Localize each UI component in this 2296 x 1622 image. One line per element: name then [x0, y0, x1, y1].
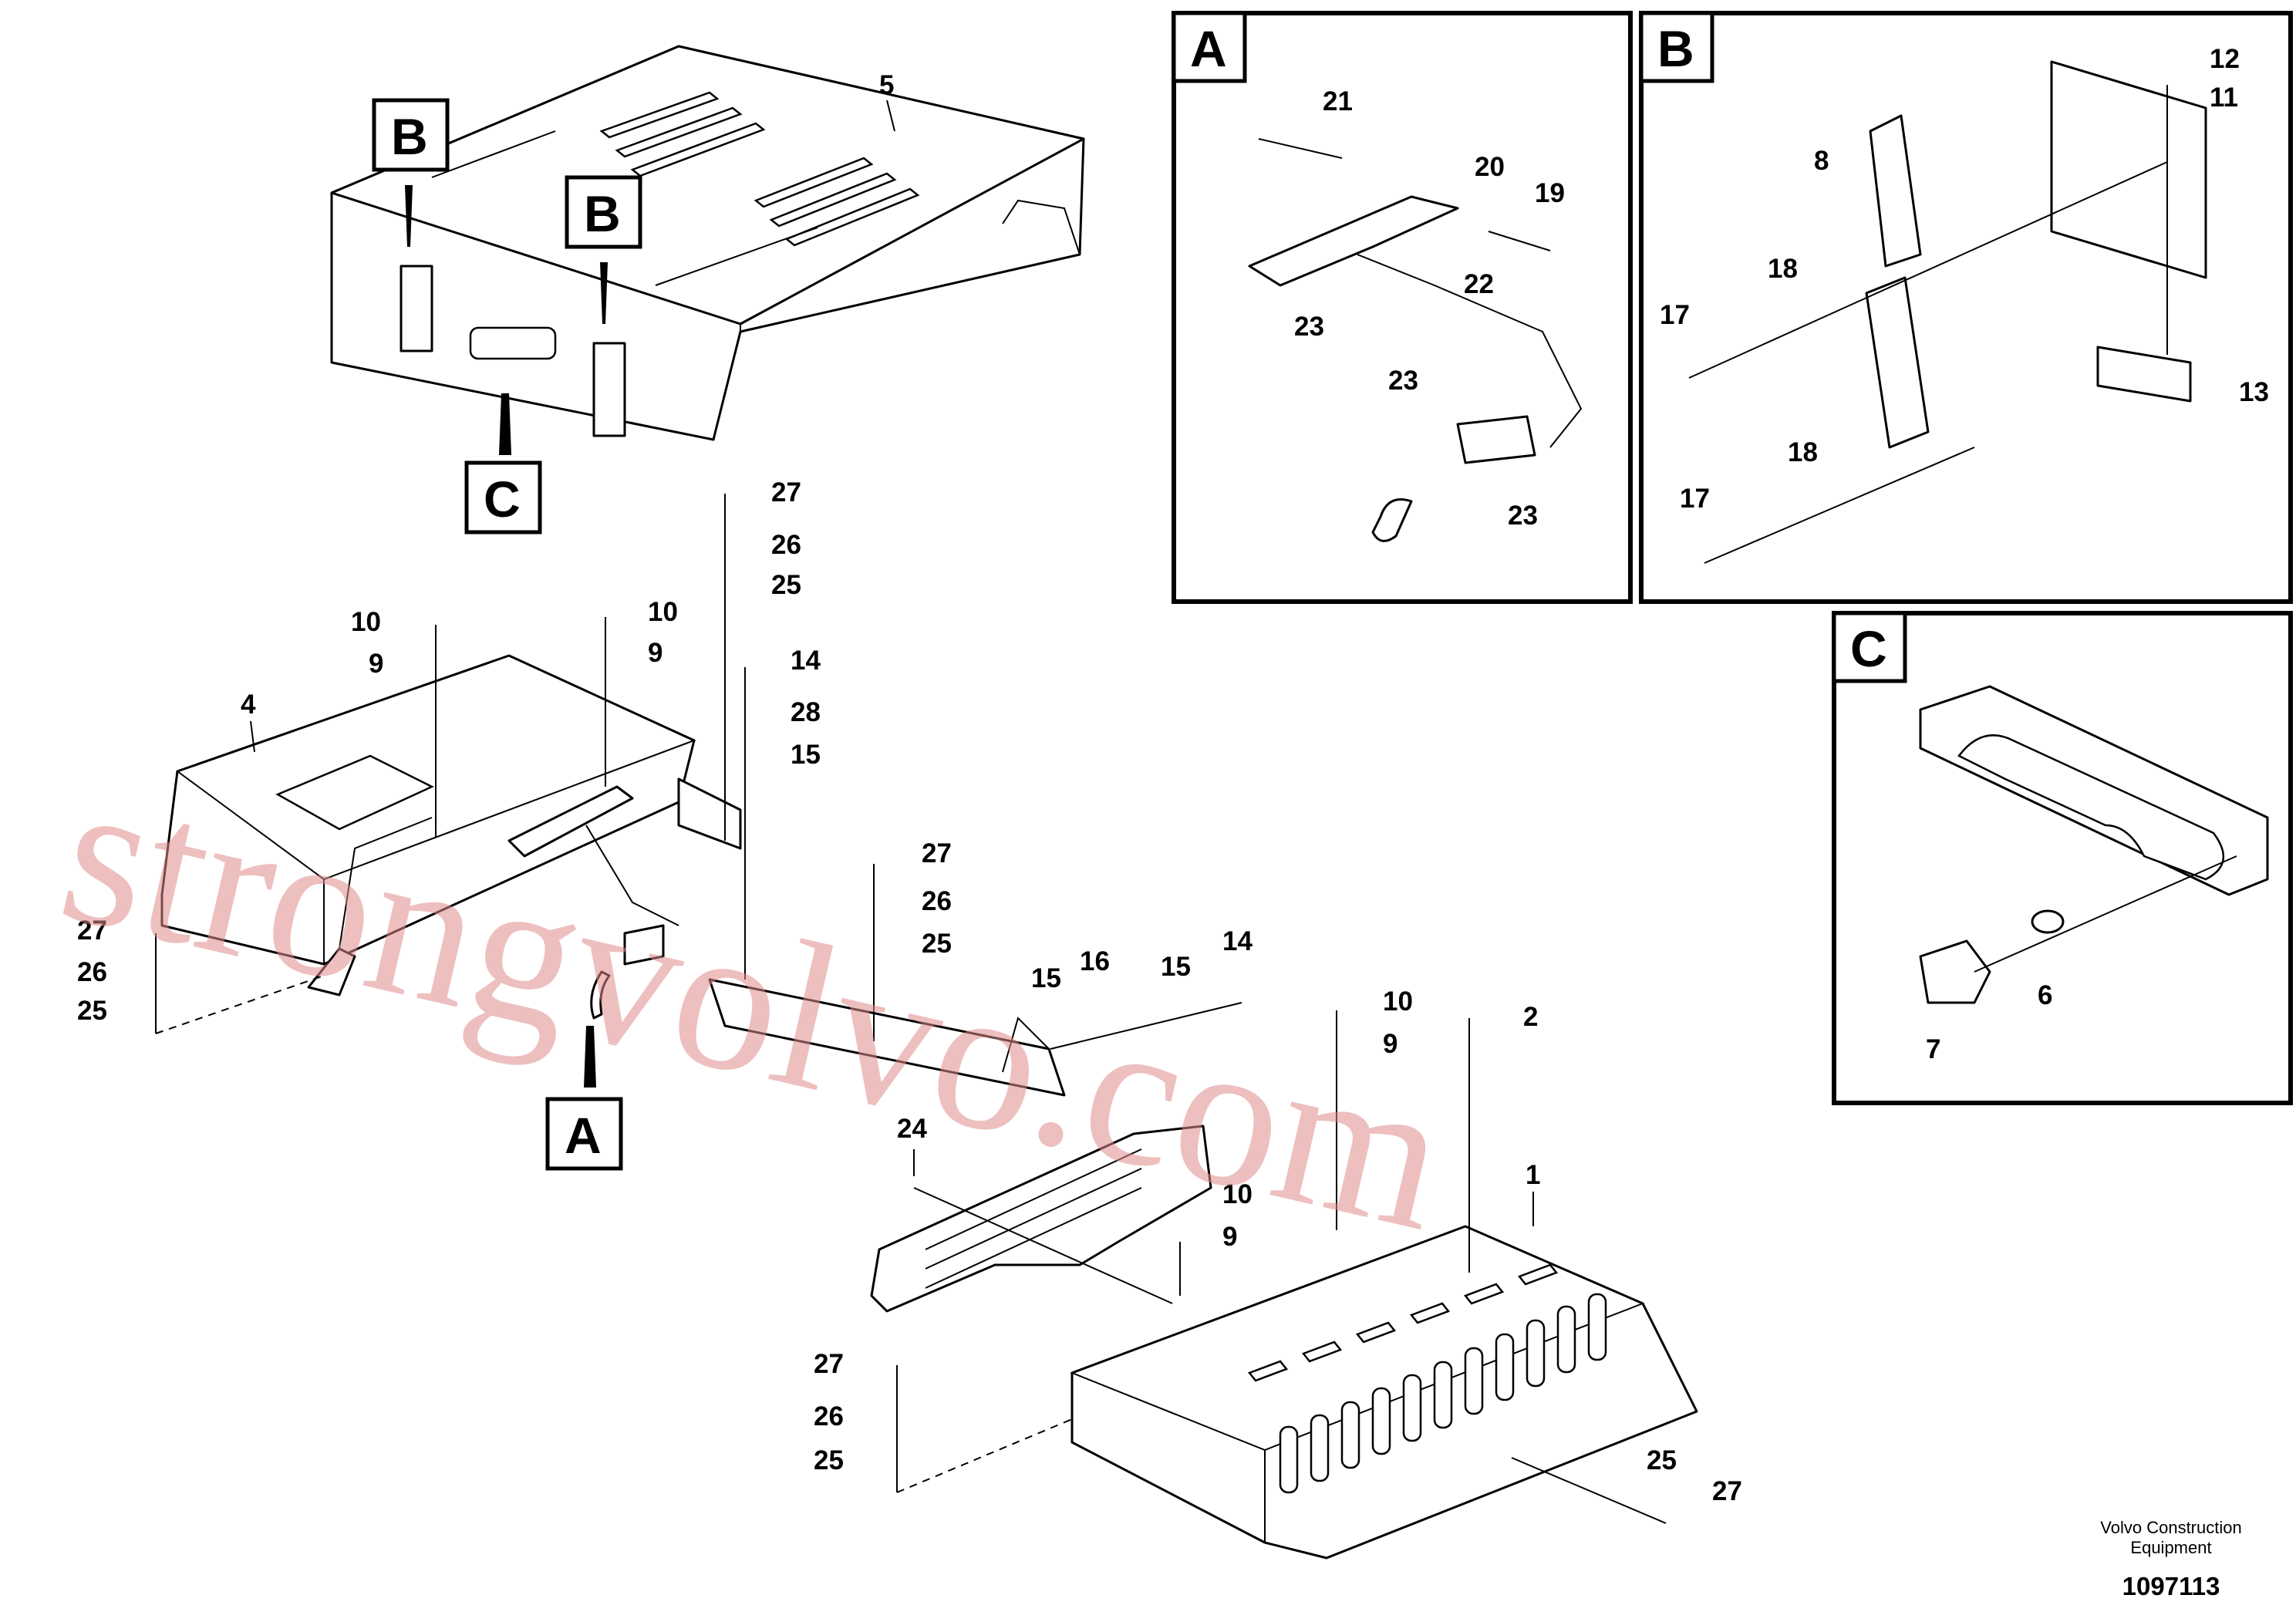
label-20: 20	[1475, 152, 1505, 182]
part-labels: 5 4 1 2 24 27 26 25 10 9 10 9 27 26 25 1…	[77, 70, 1742, 1506]
svg-text:B: B	[1657, 20, 1694, 77]
label-27: 27	[814, 1349, 844, 1379]
cover-part-4	[160, 654, 696, 996]
svg-text:C: C	[484, 470, 521, 528]
label-15: 15	[1161, 952, 1191, 982]
label-27: 27	[771, 477, 801, 508]
lower-cover-top-slots	[1247, 1263, 1559, 1382]
label-26: 26	[77, 957, 107, 987]
grille-part-24	[870, 1125, 1212, 1313]
label-25: 25	[922, 929, 952, 959]
label-18: 18	[1768, 254, 1798, 284]
label-26: 26	[814, 1401, 844, 1431]
label-14: 14	[791, 646, 821, 676]
label-25: 25	[771, 570, 801, 600]
label-19: 19	[1535, 178, 1565, 208]
label-9: 9	[1383, 1029, 1397, 1059]
callout-a-bottom: A	[545, 1026, 623, 1171]
svg-text:A: A	[565, 1107, 602, 1164]
label-15: 15	[1031, 963, 1061, 993]
drawing-footer: Volvo Construction Equipment 1097113	[2100, 1518, 2241, 1600]
label-6: 6	[2038, 980, 2052, 1010]
label-9: 9	[369, 649, 383, 679]
svg-text:B: B	[584, 185, 621, 242]
label-10: 10	[1383, 986, 1413, 1017]
callout-b-top-right: B	[565, 175, 642, 324]
svg-text:A: A	[1190, 20, 1227, 77]
label-part-1: 1	[1526, 1160, 1540, 1190]
detail-panel-b: B 12 11 8 18 17 13 18 17	[1639, 11, 2293, 604]
label-26: 26	[922, 886, 952, 916]
label-10: 10	[648, 597, 678, 627]
label-12: 12	[2210, 44, 2240, 74]
label-22: 22	[1464, 269, 1494, 299]
label-23: 23	[1294, 312, 1324, 342]
lower-cover-part-1	[1070, 1225, 1698, 1560]
label-10: 10	[351, 607, 381, 637]
label-13: 13	[2239, 377, 2269, 407]
lever-mechanism	[507, 785, 679, 1020]
footer-company: Volvo Construction	[2100, 1518, 2241, 1537]
fastener-leaders	[155, 494, 1667, 1524]
label-28: 28	[791, 697, 821, 727]
footer-company-sub: Equipment	[2130, 1538, 2211, 1557]
top-cover-part-5	[330, 45, 1085, 441]
svg-text:C: C	[1850, 620, 1887, 677]
label-9: 9	[1222, 1222, 1237, 1252]
label-15: 15	[791, 740, 821, 770]
label-27: 27	[77, 916, 107, 946]
label-part-24: 24	[897, 1114, 927, 1144]
svg-text:B: B	[391, 108, 428, 165]
label-21: 21	[1323, 86, 1353, 116]
figure-id: 1097113	[2122, 1572, 2220, 1600]
label-part-2: 2	[1523, 1002, 1538, 1032]
label-18: 18	[1788, 437, 1818, 467]
label-23: 23	[1508, 501, 1538, 531]
detail-panel-c: C 6 7	[1832, 611, 2293, 1105]
detail-panel-a: A 21 20 19 22 23 23 23	[1172, 11, 1633, 604]
label-17: 17	[1680, 484, 1710, 514]
label-part-4: 4	[241, 690, 256, 720]
label-17: 17	[1660, 300, 1690, 330]
lower-cover-slots	[1279, 1293, 1607, 1494]
label-7: 7	[1926, 1034, 1940, 1064]
label-14: 14	[1222, 926, 1253, 956]
label-23: 23	[1388, 366, 1418, 396]
label-27: 27	[922, 838, 952, 868]
label-11: 11	[2210, 83, 2238, 113]
label-9: 9	[648, 638, 663, 668]
label-16: 16	[1080, 946, 1110, 976]
label-part-5: 5	[879, 70, 894, 100]
label-26: 26	[771, 530, 801, 560]
callout-c-top: C	[464, 393, 542, 534]
label-25: 25	[814, 1445, 844, 1475]
label-25: 25	[1647, 1445, 1677, 1475]
watermark: strongvolvo.com	[44, 733, 1465, 1274]
callout-b-top-left: B	[372, 98, 450, 247]
label-25: 25	[77, 996, 107, 1026]
label-8: 8	[1814, 146, 1829, 176]
label-10: 10	[1222, 1179, 1253, 1209]
label-27: 27	[1712, 1476, 1742, 1506]
